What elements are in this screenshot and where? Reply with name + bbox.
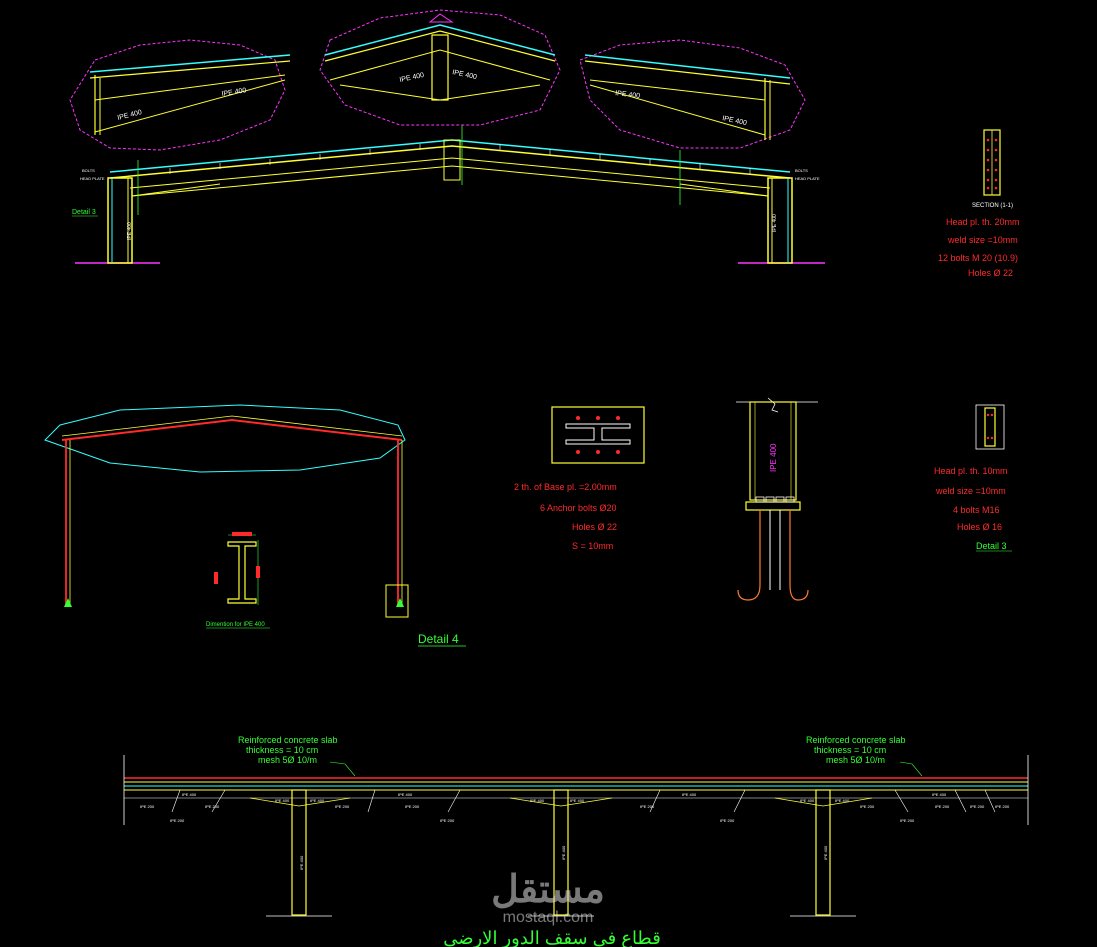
detail-3-label: Detail 3	[976, 541, 1007, 551]
detail-3-weld-size: weld size =10mm	[935, 486, 1006, 496]
mostaql-watermark: مستقل mostaql.com	[491, 869, 605, 926]
svg-text:IPE 400: IPE 400	[299, 855, 304, 870]
detail-mid-ipe-left: IPE 400	[399, 72, 425, 84]
portal-frame-3d: Detail 4	[44, 404, 466, 647]
svg-text:IPE 400: IPE 400	[682, 792, 697, 797]
slab-left-note-2: thickness = 10 cm	[246, 745, 318, 755]
detail-3-holes: Holes Ø 16	[957, 522, 1002, 532]
detail-bubble-right: IPE 400 IPE 400	[579, 39, 806, 149]
slab-right-note-1: Reinforced concrete slab	[806, 735, 906, 745]
svg-text:BOLTS: BOLTS	[82, 168, 95, 173]
svg-text:BOLTS: BOLTS	[795, 168, 808, 173]
detail-3-connection: Head pl. th. 10mm weld size =10mm 4 bolt…	[934, 404, 1012, 552]
svg-text:IPE 400: IPE 400	[823, 845, 828, 860]
slab-right-note-2: thickness = 10 cm	[814, 745, 886, 755]
svg-text:IPE 200: IPE 200	[900, 818, 915, 823]
detail-bubble-middle: IPE 400 IPE 400	[319, 9, 561, 126]
column-base-elevation: IPE 400	[736, 397, 818, 601]
detail-bubble-left: IPE 400 IPE 400	[69, 39, 291, 151]
section-holes: Holes Ø 22	[968, 268, 1013, 278]
svg-text:IPE 200: IPE 200	[640, 804, 655, 809]
detail-right-ipe-top: IPE 400	[615, 90, 641, 100]
base-plate-line3: Holes Ø 22	[572, 522, 617, 532]
svg-text:HEAD PLATE: HEAD PLATE	[795, 176, 820, 181]
svg-text:IPE 200: IPE 200	[170, 818, 185, 823]
section-weld-size: weld size =10mm	[947, 235, 1018, 245]
watermark-logo: مستقل	[491, 869, 605, 911]
slab-right-note-3: mesh 5Ø 10/m	[826, 755, 885, 765]
svg-text:IPE 200: IPE 200	[335, 804, 350, 809]
svg-text:IPE 200: IPE 200	[935, 804, 950, 809]
detail-mid-ipe-right: IPE 400	[452, 69, 478, 81]
svg-text:IPE 200: IPE 200	[995, 804, 1010, 809]
base-plate-plan: 2 th. of Base pl. =2.00mm 6 Anchor bolts…	[514, 406, 645, 551]
svg-text:IPE 200: IPE 200	[405, 804, 420, 809]
base-plate-line4: S = 10mm	[572, 541, 613, 551]
base-plate-line1: 2 th. of Base pl. =2.00mm	[514, 482, 617, 492]
svg-text:IPE 400: IPE 400	[561, 845, 566, 860]
svg-text:IPE 200: IPE 200	[860, 804, 875, 809]
svg-text:HEAD PLATE: HEAD PLATE	[80, 176, 105, 181]
detail-3-bolts: 4 bolts M16	[953, 505, 1000, 515]
portal-frame-elevation: BOLTS HEAD PLATE BOLTS HEAD PLATE Detail…	[72, 125, 825, 264]
svg-text:IPE 200: IPE 200	[970, 804, 985, 809]
detail-left-ipe: IPE 400	[221, 87, 247, 98]
frame-detail-label: Detail 3	[72, 209, 96, 216]
svg-text:IPE 400: IPE 400	[398, 792, 413, 797]
svg-text:IPE 400: IPE 400	[570, 798, 585, 803]
slab-title-arabic: قطاع في سقف الدور الارضي	[443, 928, 661, 947]
ipe-section-caption: Dimention for IPE 400	[206, 622, 265, 628]
svg-text:IPE 200: IPE 200	[440, 818, 455, 823]
watermark-site: mostaql.com	[503, 909, 594, 926]
svg-text:IPE 200: IPE 200	[720, 818, 735, 823]
detail-right-ipe-bottom: IPE 400	[722, 115, 748, 127]
section-head-plate: Head pl. th. 20mm	[946, 217, 1020, 227]
column-left-label: IPE 400	[127, 222, 133, 240]
ipe-400-cross-section: Dimention for IPE 400	[206, 532, 270, 629]
svg-text:IPE 400: IPE 400	[182, 792, 197, 797]
svg-text:IPE 400: IPE 400	[835, 798, 850, 803]
slab-section: IPE 200 IPE 400 IPE 200 IPE 200 IPE 400 …	[123, 735, 1029, 947]
section-bolts: 12 bolts M 20 (10.9)	[938, 253, 1018, 263]
svg-text:IPE 400: IPE 400	[275, 798, 290, 803]
svg-text:IPE 400: IPE 400	[530, 798, 545, 803]
slab-left-note-3: mesh 5Ø 10/m	[258, 755, 317, 765]
svg-text:IPE 400: IPE 400	[800, 798, 815, 803]
detail-3-head-plate: Head pl. th. 10mm	[934, 466, 1008, 476]
column-right-label: IPE 400	[772, 214, 778, 232]
column-base-ipe: IPE 400	[769, 443, 778, 472]
section-title: SECTION (1-1)	[972, 203, 1013, 209]
svg-text:IPE 400: IPE 400	[932, 792, 947, 797]
svg-text:IPE 200: IPE 200	[205, 804, 220, 809]
slab-left-note-1: Reinforced concrete slab	[238, 735, 338, 745]
svg-text:IPE 200: IPE 200	[140, 804, 155, 809]
base-plate-line2: 6 Anchor bolts Ø20	[540, 503, 617, 513]
section-1-1: SECTION (1-1) Head pl. th. 20mm weld siz…	[938, 129, 1020, 278]
frame-detail-4-label: Detail 4	[418, 632, 459, 646]
svg-text:IPE 400: IPE 400	[310, 798, 325, 803]
